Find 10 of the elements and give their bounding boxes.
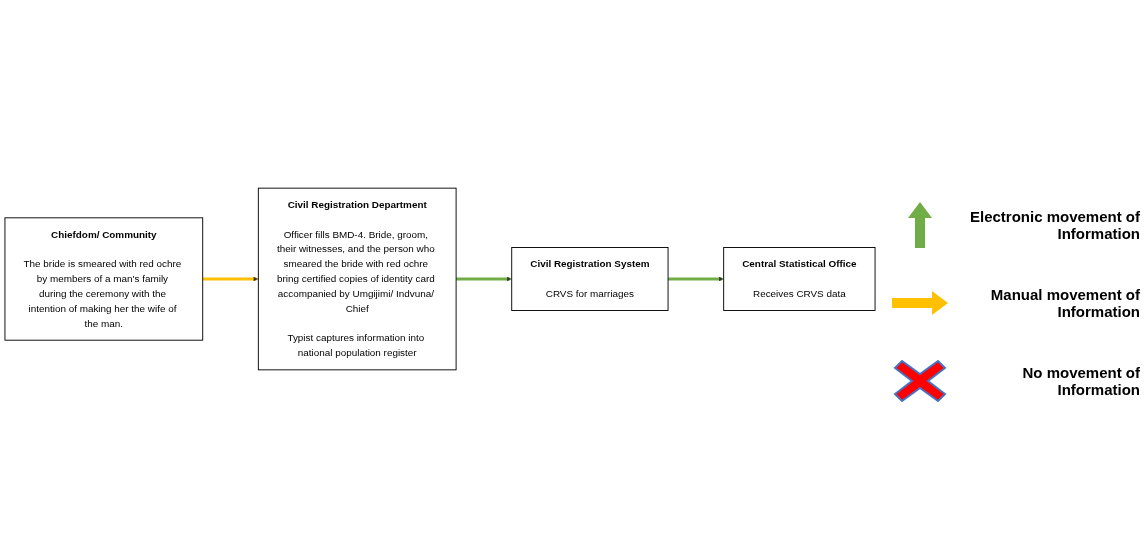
- arrow: [668, 276, 724, 282]
- legend-text: Manual movement of Information: [989, 286, 1140, 320]
- process-box: Chiefdom/ Community The bride is smeared with red ochre by members of a man’s family during the ceremony with the intention of making her the wife of the man.: [4, 217, 204, 341]
- arrow: [202, 276, 259, 282]
- legend-text: No movement of Information: [1021, 364, 1140, 398]
- process-box: Civil Registration Department Officer fills BMD-4. Bride, groom, their witnesses, and the person who smeared the bride with red ochre bring certified copies of identity card accompanied by Umgijimi/ Indvuna/ Chief Typist captures information into national population register: [257, 187, 457, 371]
- process-box: Central Statistical Office Receives CRVS data: [723, 247, 876, 311]
- legend-text: Electronic movement of Information: [968, 208, 1140, 242]
- process-box: Civil Registration System CRVS for marriages: [511, 247, 669, 311]
- arrow: [456, 276, 512, 282]
